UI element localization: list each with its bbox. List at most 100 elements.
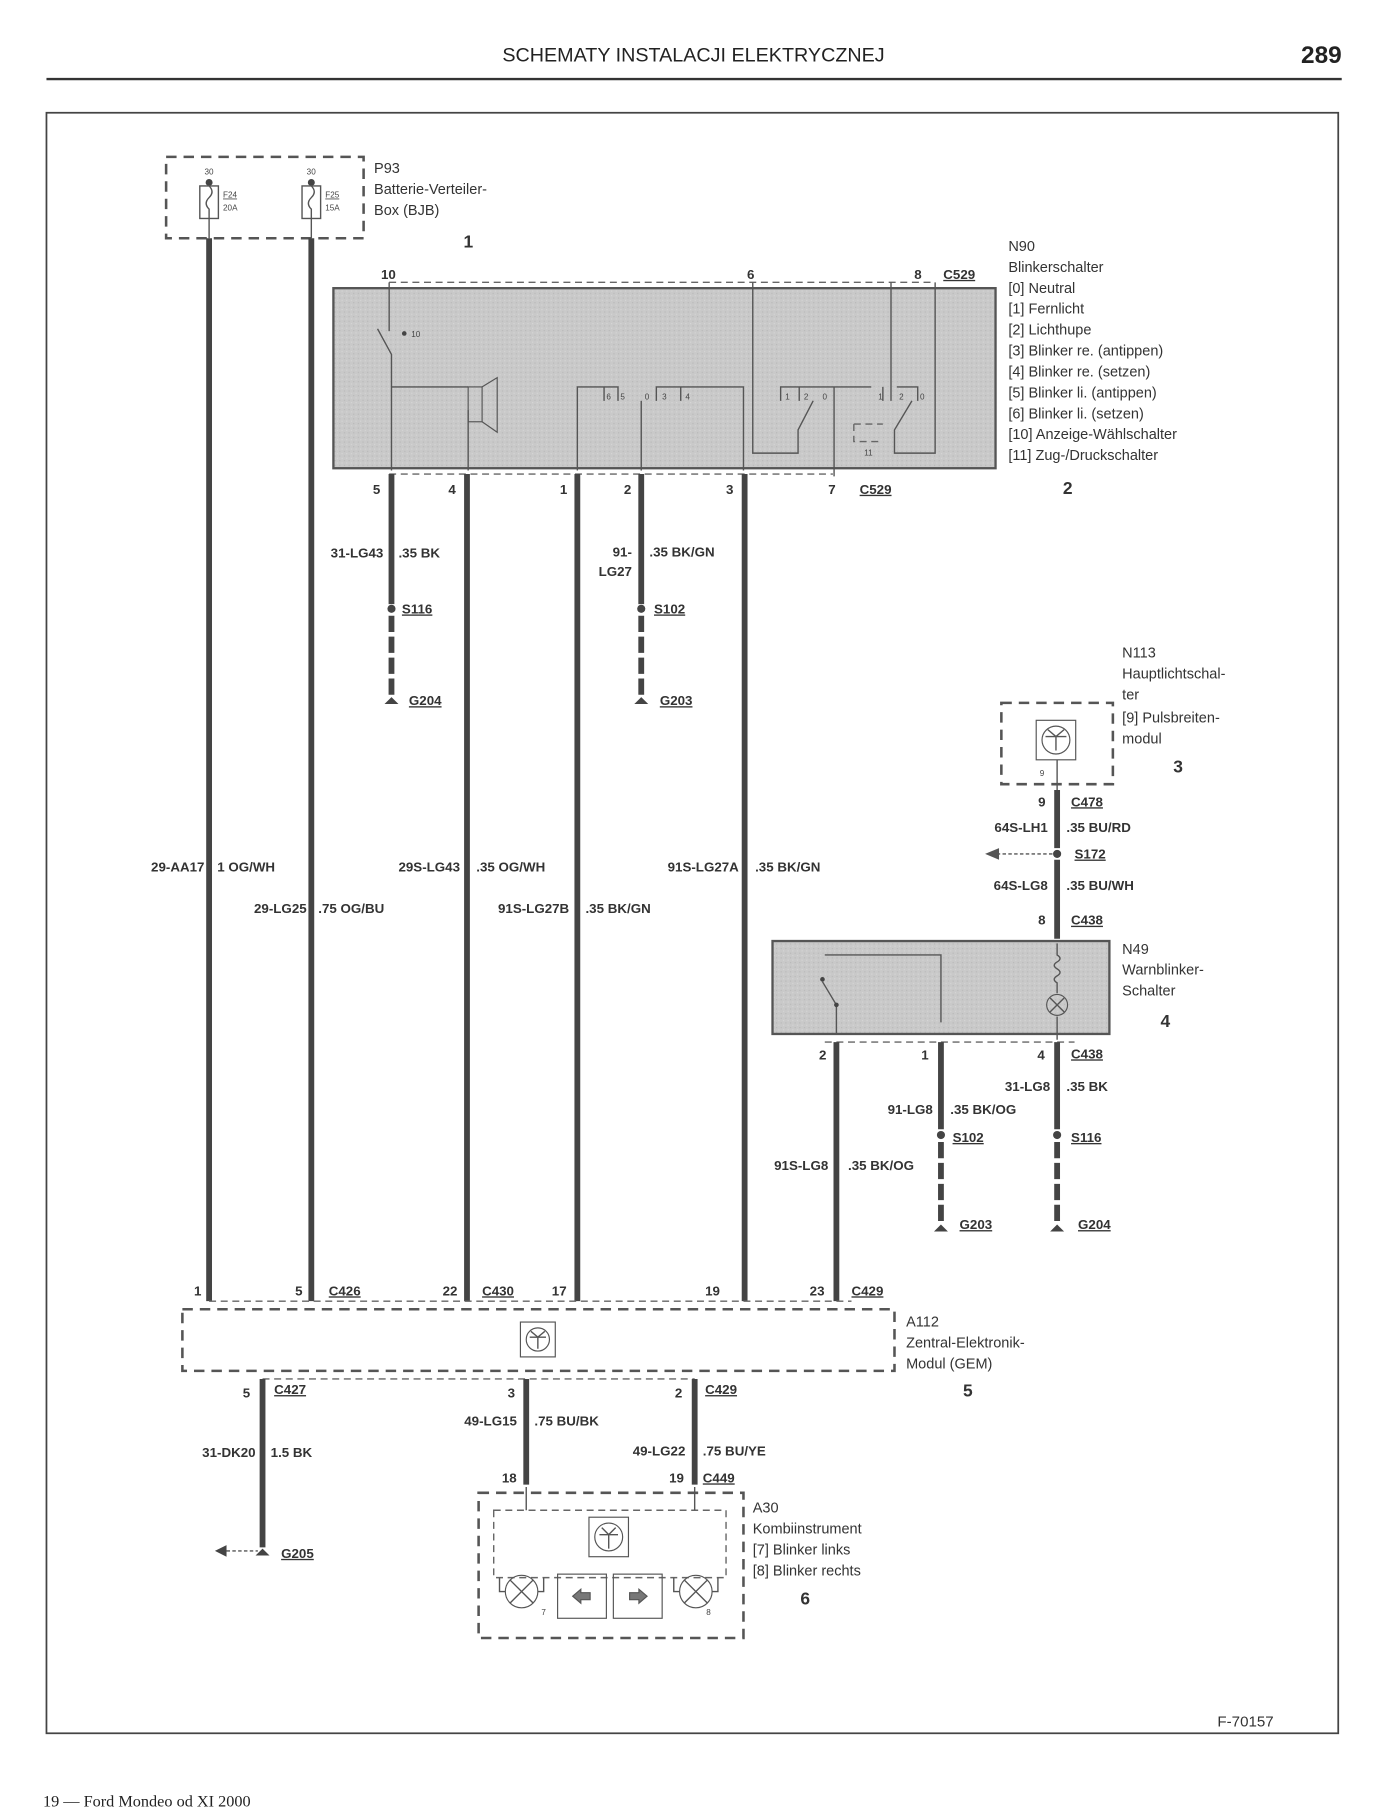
wire-spec-label: .35 BK [398,546,440,561]
splice-label: S116 [402,601,432,616]
a112-pin: 22 [443,1283,458,1298]
svg-text:4: 4 [685,393,690,402]
page-number: 289 [1301,42,1342,69]
arrow-left-icon [214,1545,227,1557]
lamp-right-icon [673,1574,719,1609]
transistor-module-icon [1035,719,1077,761]
n113-id: N113 [1122,646,1156,662]
transistor-module-icon [519,1321,556,1358]
svg-text:6: 6 [606,393,611,402]
n90-number: 2 [1063,478,1073,498]
pin-label: 9 [1038,794,1045,809]
arrow-left-icon [985,848,1000,860]
n90-connector-bottom: C529 [860,482,892,497]
svg-text:3: 3 [662,393,667,402]
n90-id: N90 [1008,239,1035,255]
fuse-f25-name: F25 [325,191,339,200]
horn-icon [467,376,498,434]
wire-circuit-label: 91S-LG8 [774,1158,829,1173]
fuse-f25-pin: 30 [307,167,317,176]
wire-spec-label: .35 OG/WH [476,859,545,874]
n49-number: 4 [1161,1011,1171,1031]
wire-circuit-label: 31-DK20 [202,1445,255,1460]
ground-label: G203 [960,1217,993,1232]
n113-name-2: ter [1122,687,1139,703]
svg-text:5: 5 [620,393,625,402]
component-a30: 18 19 C449 7 8 A30 K [477,1470,862,1640]
wire-spec-label: .35 BK/GN [649,545,714,560]
wire-circuit-label: 91- [613,545,632,560]
wire-spec-label: .35 BK/GN [585,901,650,916]
wire-spec-label: .35 BU/RD [1066,820,1131,835]
fuse-f24-name: F24 [223,191,237,200]
wire-spec-label: 1 OG/WH [217,859,275,874]
a112-pin: 23 [810,1283,825,1298]
n113-name-1: Hauptlichtschal- [1122,666,1225,682]
a30-pin-18: 18 [502,1470,517,1485]
n113-inner-pin: 9 [1040,769,1045,778]
a30-legend-item: [7] Blinker links [753,1542,851,1558]
svg-text:2: 2 [899,393,904,402]
wire-circuit-label: 91-LG8 [888,1102,934,1117]
wire-circuit-label: 49-LG15 [464,1413,517,1428]
n113-legend-1: [9] Pulsbreiten- [1122,711,1220,727]
svg-text:0: 0 [920,393,925,402]
n49-connector: C438 [1071,1046,1103,1061]
splice-s172-dot [1053,849,1062,858]
a112-pin: 3 [508,1386,515,1401]
transistor-module-icon [588,1516,630,1558]
n90-legend-item: [5] Blinker li. (antippen) [1008,385,1156,401]
n90-pin-7: 7 [828,482,835,497]
wire-spec-label: 1.5 BK [271,1445,313,1460]
n90-legend-item: [11] Zug-/Druckschalter [1008,448,1158,464]
n90-pin-5: 5 [373,482,381,497]
ground-icon [384,697,399,705]
a30-number: 6 [800,1588,810,1608]
n90-legend-item: [4] Blinker re. (setzen) [1008,364,1150,380]
n90-pin-1: 1 [560,482,568,497]
lamp-label: 8 [706,1608,711,1617]
n113-number: 3 [1173,757,1183,777]
n90-box [332,287,997,470]
splice-s116-dot [1053,1130,1062,1140]
svg-text:1: 1 [785,393,790,402]
a112-box [181,1307,896,1373]
wire-circuit-label: 29-LG25 [254,901,307,916]
a112-name-1: Zentral-Elektronik- [906,1336,1025,1352]
diagram-frame [45,111,1340,1735]
component-a112: 1 5 C426 22 C430 17 19 23 C429 A112 Zent… [181,1283,1025,1401]
pin-label: 8 [1038,913,1046,928]
wire-circuit-label: 91S-LG27A [668,859,740,874]
splice-label: S102 [953,1130,984,1145]
wire-circuit-label: 29S-LG43 [398,859,460,874]
ground-icon [1050,1224,1065,1232]
arrow-right-indicator-icon [612,1573,663,1619]
wire-spec-label: .75 OG/BU [318,901,384,916]
n90-pin-3: 3 [726,482,733,497]
ground-label: G204 [1078,1217,1111,1232]
n90-legend-item: [1] Fernlicht [1008,302,1084,318]
ground-label: G205 [281,1546,314,1561]
n90-legend-item: [2] Lichthupe [1008,323,1091,339]
a112-pin: 17 [552,1283,567,1298]
svg-text:11: 11 [864,448,873,457]
svg-text:2: 2 [804,393,809,402]
wire-spec-label: .35 BK/OG [848,1158,914,1173]
a112-number: 5 [963,1380,973,1400]
a112-connector: C426 [329,1283,361,1298]
fuse-f24-icon [199,178,220,239]
fuse-f24-pin: 30 [204,167,214,176]
p93-name-1: Batterie-Verteiler- [374,182,487,198]
component-n113: 9 N113 Hauptlichtschal- ter [9] Pulsbrei… [1000,646,1226,786]
figure-code: F-70157 [1217,1713,1273,1730]
a112-pin: 19 [705,1283,720,1298]
n90-pin-4: 4 [448,482,456,497]
lamp-label: 7 [541,1608,546,1617]
wire-circuit-label: 29-AA17 [151,859,204,874]
lamp-icon [1046,993,1069,1016]
n90-pin-6: 6 [747,267,754,282]
page-header-title: SCHEMATY INSTALACJI ELEKTRYCZNEJ [502,45,884,67]
a112-id: A112 [906,1315,939,1331]
wire-circuit-label: 31-LG8 [1005,1079,1051,1094]
